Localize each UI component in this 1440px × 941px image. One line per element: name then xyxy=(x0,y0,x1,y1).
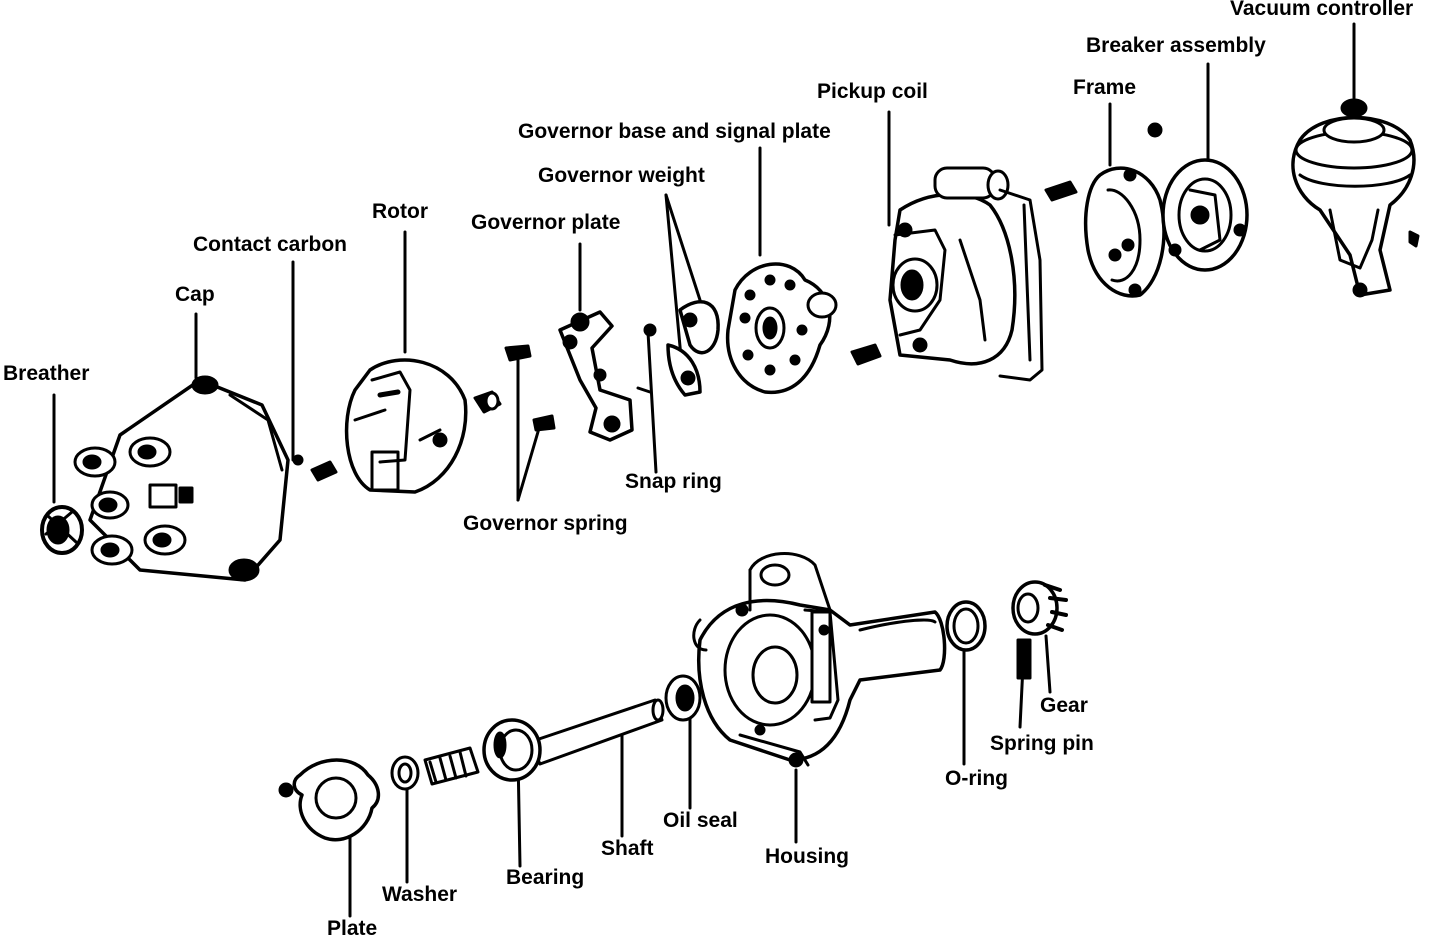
label-frame: Frame xyxy=(1073,76,1137,99)
breather-part xyxy=(40,505,84,555)
washer-part xyxy=(390,755,420,791)
label-snap-ring: Snap ring xyxy=(625,470,722,493)
label-contact-carbon: Contact carbon xyxy=(193,233,348,256)
governor-weight-part xyxy=(666,300,720,397)
label-governor-spring: Governor spring xyxy=(463,512,628,535)
label-o-ring: O-ring xyxy=(945,767,1008,790)
pickup-screw-part xyxy=(850,343,882,366)
pickup-coil-part xyxy=(888,166,1044,382)
cap-part xyxy=(73,375,304,582)
label-washer: Washer xyxy=(382,883,458,906)
oil-seal-part xyxy=(664,674,702,722)
label-oil-seal: Oil seal xyxy=(663,809,738,832)
label-pickup-coil: Pickup coil xyxy=(817,80,928,103)
label-vacuum-controller: Vacuum controller xyxy=(1230,0,1414,20)
breaker-assembly-part xyxy=(1161,158,1249,272)
bearing-part xyxy=(482,718,542,782)
label-rotor: Rotor xyxy=(372,200,428,223)
label-gear: Gear xyxy=(1040,694,1088,717)
label-cap: Cap xyxy=(175,283,215,306)
frame-screw-part xyxy=(1044,180,1078,202)
label-governor-plate: Governor plate xyxy=(471,211,621,234)
label-governor-base-signal-plate: Governor base and signal plate xyxy=(518,120,831,143)
label-plate: Plate xyxy=(327,917,378,940)
spring-pin-part xyxy=(1016,638,1032,680)
governor-plate-part xyxy=(558,310,652,442)
gear-part xyxy=(1011,580,1068,636)
label-shaft: Shaft xyxy=(601,837,654,860)
contact-carbon-part xyxy=(310,460,338,482)
housing-part xyxy=(692,552,947,768)
governor-spring-part xyxy=(504,344,556,432)
label-housing: Housing xyxy=(765,845,849,868)
label-bearing: Bearing xyxy=(506,866,585,889)
vacuum-controller-part xyxy=(1291,98,1420,298)
rotor-screw-part xyxy=(473,390,502,414)
o-ring-part xyxy=(945,600,987,652)
governor-base-signal-plate-part xyxy=(725,262,838,395)
label-governor-weight: Governor weight xyxy=(538,164,705,187)
label-breaker-assembly: Breaker assembly xyxy=(1086,34,1266,57)
frame-part xyxy=(1083,122,1166,298)
label-breather: Breather xyxy=(3,362,90,385)
shaft-part xyxy=(423,698,665,786)
rotor-part xyxy=(344,358,468,494)
plate-part xyxy=(278,758,381,842)
label-spring-pin: Spring pin xyxy=(990,732,1094,755)
snap-ring-part xyxy=(643,323,657,337)
